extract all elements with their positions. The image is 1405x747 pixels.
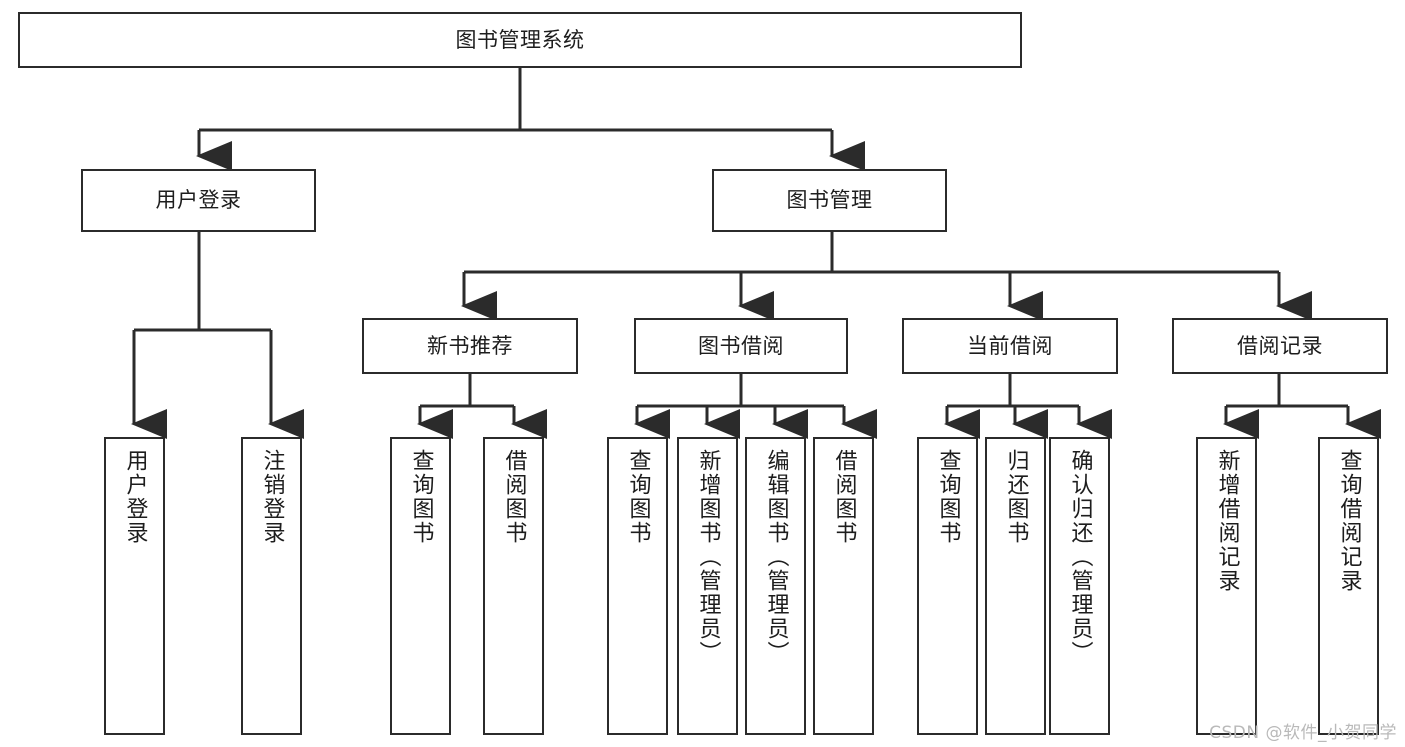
node-current-borrow[interactable]: 当前借阅 <box>902 318 1118 374</box>
leaf-query-borrow-record[interactable]: 查询借阅记录 <box>1318 437 1379 735</box>
node-label: 借阅记录 <box>1237 333 1323 358</box>
node-label: 编辑图书（管理员） <box>763 449 789 665</box>
node-label: 查询图书 <box>935 449 961 545</box>
node-label: 用户登录 <box>122 449 148 545</box>
leaf-logout[interactable]: 注销登录 <box>241 437 302 735</box>
node-new-book-recommend[interactable]: 新书推荐 <box>362 318 578 374</box>
node-label: 查询图书 <box>625 449 651 545</box>
node-label: 归还图书 <box>1003 449 1029 545</box>
node-label: 图书管理 <box>786 188 873 213</box>
node-user-login[interactable]: 用户登录 <box>81 169 316 232</box>
leaf-edit-book-admin[interactable]: 编辑图书（管理员） <box>745 437 806 735</box>
node-label: 新书推荐 <box>427 333 513 358</box>
node-label: 注销登录 <box>259 449 285 545</box>
node-label: 借阅图书 <box>831 449 857 545</box>
node-label: 查询图书 <box>408 449 434 545</box>
leaf-add-book-admin[interactable]: 新增图书（管理员） <box>677 437 738 735</box>
leaf-query-books-current[interactable]: 查询图书 <box>917 437 978 735</box>
watermark: CSDN @软件_小贺同学 <box>1209 723 1397 743</box>
node-book-borrow[interactable]: 图书借阅 <box>634 318 848 374</box>
leaf-query-books-borrow[interactable]: 查询图书 <box>607 437 668 735</box>
node-label: 图书借阅 <box>698 333 784 358</box>
node-label: 图书管理系统 <box>455 27 585 52</box>
node-label: 确认归还（管理员） <box>1067 449 1093 665</box>
leaf-return-books[interactable]: 归还图书 <box>985 437 1046 735</box>
node-label: 查询借阅记录 <box>1336 449 1362 593</box>
leaf-confirm-return-admin[interactable]: 确认归还（管理员） <box>1049 437 1110 735</box>
leaf-borrow-books[interactable]: 借阅图书 <box>813 437 874 735</box>
node-label: 新增图书（管理员） <box>695 449 721 665</box>
node-label: 借阅图书 <box>501 449 527 545</box>
node-borrow-records[interactable]: 借阅记录 <box>1172 318 1388 374</box>
leaf-add-borrow-record[interactable]: 新增借阅记录 <box>1196 437 1257 735</box>
leaf-borrow-books-new[interactable]: 借阅图书 <box>483 437 544 735</box>
leaf-user-login[interactable]: 用户登录 <box>104 437 165 735</box>
node-root-book-management-system[interactable]: 图书管理系统 <box>18 12 1022 68</box>
node-book-management[interactable]: 图书管理 <box>712 169 947 232</box>
node-label: 用户登录 <box>155 188 242 213</box>
leaf-query-books-new[interactable]: 查询图书 <box>390 437 451 735</box>
node-label: 新增借阅记录 <box>1214 449 1240 593</box>
node-label: 当前借阅 <box>967 333 1053 358</box>
